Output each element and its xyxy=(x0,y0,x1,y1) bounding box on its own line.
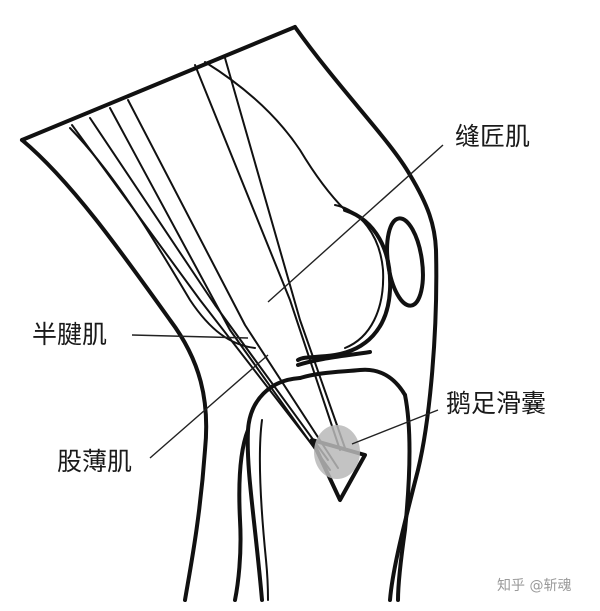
leader-sartorius xyxy=(267,144,444,303)
thigh-top-edge xyxy=(20,25,297,142)
tibia-front xyxy=(396,393,412,602)
fibula xyxy=(233,428,250,602)
sartorius-band-edge xyxy=(224,57,346,449)
label-gracilis: 股薄肌 xyxy=(57,447,132,476)
femoral-condyle-inner xyxy=(334,204,385,349)
gracilis-band xyxy=(71,124,321,456)
label-sartorius: 缝匠肌 xyxy=(455,122,530,151)
tibial-plateau-lower xyxy=(298,367,407,397)
watermark: 知乎 @斩魂 xyxy=(497,577,571,594)
leader-semitendinosus xyxy=(131,334,249,339)
thigh-front-outline xyxy=(293,25,439,602)
sartorius-band xyxy=(194,64,341,451)
fibula-inner xyxy=(258,419,269,601)
pes-anserine-bursa xyxy=(314,425,360,479)
semitendinosus-band xyxy=(109,107,331,471)
semitendinosus-band-edge xyxy=(127,99,339,469)
gracilis-band-edge xyxy=(89,117,329,461)
femur-shaft-front xyxy=(204,61,346,211)
femoral-condyle xyxy=(296,208,393,362)
label-pes-anserine-bursa: 鹅足滑囊 xyxy=(446,389,546,418)
label-semitendinosus: 半腱肌 xyxy=(32,320,107,349)
tibial-plateau xyxy=(296,350,372,367)
patella xyxy=(385,216,425,308)
leader-gracilis xyxy=(149,354,269,459)
thigh-back-outline xyxy=(20,138,209,602)
leader-bursa xyxy=(351,409,439,445)
